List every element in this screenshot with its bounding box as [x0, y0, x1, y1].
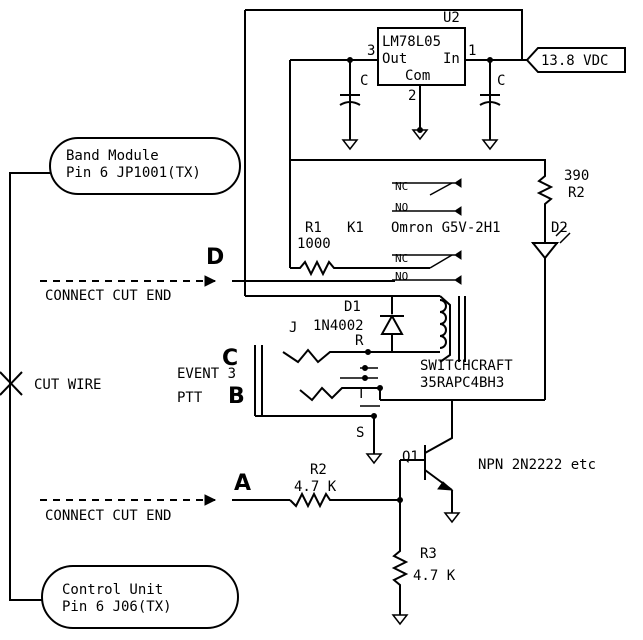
point-b-label: B — [228, 384, 245, 409]
jack-s-label: S — [356, 425, 364, 441]
q1-part: NPN 2N2222 etc — [478, 457, 596, 473]
u2-out: Out — [382, 51, 407, 67]
k1-ref: K1 — [347, 220, 364, 236]
d1-part: 1N4002 — [313, 318, 364, 334]
u2-pin2: 2 — [408, 88, 416, 104]
resistor-r2-bottom — [289, 491, 400, 509]
r3-value: 4.7 K — [413, 568, 456, 584]
regulator-u2 — [377, 27, 466, 86]
supply-label: 13.8 VDC — [541, 53, 608, 69]
jack-part-line2: 35RAPC4BH3 — [420, 375, 504, 391]
r1-value: 1000 — [297, 236, 331, 252]
r2-bottom-ref: R2 — [310, 462, 327, 478]
relay-nc-1: NC — [395, 180, 408, 193]
control-unit-line1: Control Unit — [62, 582, 163, 598]
r2-top-ref: R2 — [568, 185, 585, 201]
relay-no-2: NO — [395, 270, 408, 283]
relay-part: Omron G5V-2H1 — [391, 220, 501, 236]
relay-coil — [439, 296, 466, 362]
jack-r-label: R — [355, 333, 364, 349]
resistor-r2-390 — [536, 170, 554, 228]
cap-left-label: C — [360, 73, 368, 89]
capacitor-left — [339, 94, 361, 106]
control-unit-line2: Pin 6 J06(TX) — [62, 599, 172, 615]
relay-nc-2: NC — [395, 252, 408, 265]
band-module-box — [49, 137, 241, 195]
u2-in: In — [443, 51, 460, 67]
control-unit-box — [41, 565, 239, 629]
cap-right-label: C — [497, 73, 505, 89]
jack-part-line1: SWITCHCRAFT — [420, 358, 513, 374]
band-module-line1: Band Module — [66, 148, 159, 164]
r1-ref: R1 — [305, 220, 322, 236]
resistor-r1 — [290, 259, 355, 277]
supply-connector — [525, 47, 626, 73]
r3-ref: R3 — [420, 546, 437, 562]
resistor-r3 — [391, 545, 409, 615]
u2-ref: U2 — [443, 10, 460, 26]
connect-cut-end-bottom: CONNECT CUT END — [45, 508, 171, 524]
jack-t-label: T — [357, 386, 366, 402]
jack-ref: J — [289, 320, 297, 336]
u2-pin3: 3 — [367, 43, 375, 59]
connect-cut-end-top: CONNECT CUT END — [45, 288, 171, 304]
led-d2 — [530, 225, 571, 400]
r2-top-value: 390 — [564, 168, 589, 184]
r2-bottom-value: 4.7 K — [294, 479, 337, 495]
relay-no-1: NO — [395, 201, 408, 214]
u2-pin1: 1 — [468, 43, 476, 59]
ptt-label: PTT — [177, 390, 203, 406]
jack-j — [254, 345, 381, 454]
d1-ref: D1 — [344, 299, 361, 315]
q1-ref: Q1 — [402, 449, 419, 465]
d2-ref: D2 — [551, 220, 568, 236]
point-c-label: C — [222, 346, 238, 371]
cut-wire — [0, 172, 50, 601]
band-module-line2: Pin 6 JP1001(TX) — [66, 165, 201, 181]
cut-wire-label: CUT WIRE — [34, 377, 101, 393]
capacitor-right — [479, 94, 501, 106]
point-a-label: A — [234, 471, 251, 496]
point-d-label: D — [206, 245, 224, 270]
u2-com: Com — [405, 68, 430, 84]
event-label: EVENT 3 — [177, 366, 236, 382]
power-supply-wiring — [244, 9, 546, 296]
u2-part: LM78L05 — [382, 34, 441, 50]
diode-d1 — [380, 296, 404, 352]
relay-contacts — [355, 178, 462, 285]
transistor-q1 — [400, 400, 454, 513]
